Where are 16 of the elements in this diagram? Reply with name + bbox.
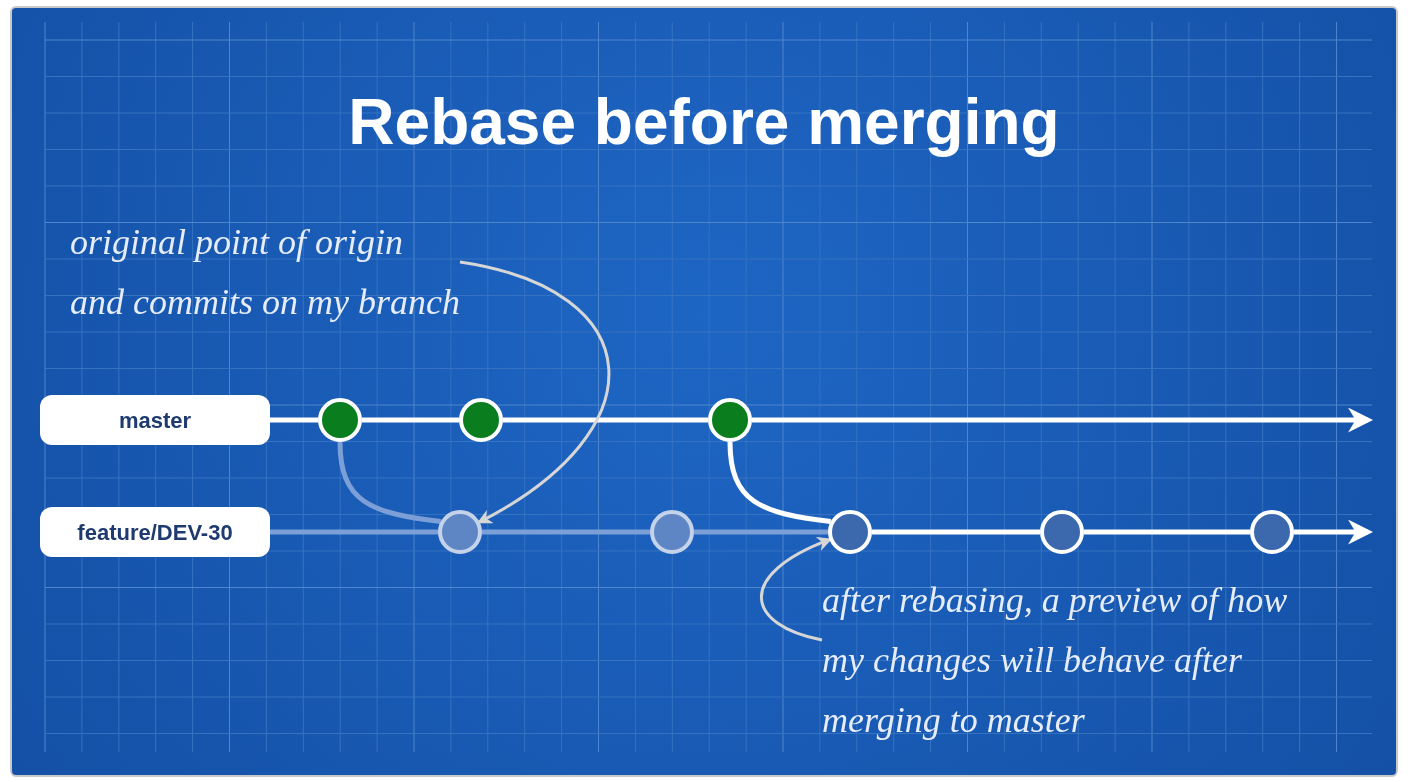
annotation-text: after rebasing, a preview of how my changes will behave after merging to master (822, 570, 1317, 750)
branch-line (872, 529, 1040, 535)
branch-line (1294, 519, 1373, 545)
branch-line (270, 417, 318, 423)
branch-label: feature/DEV-30 (40, 507, 270, 557)
branch-line (482, 529, 650, 535)
leader-arrow (459, 260, 611, 524)
branch-line (503, 417, 708, 423)
branch-line (362, 417, 459, 423)
annotation-text: original point of origin and commits on my branch (70, 212, 460, 332)
branch-line (1084, 529, 1250, 535)
branch-line (270, 529, 438, 535)
branch-line (694, 529, 828, 535)
branch-line (752, 407, 1373, 433)
title: Rebase before merging (347, 85, 1061, 160)
branch-label: master (40, 395, 270, 445)
